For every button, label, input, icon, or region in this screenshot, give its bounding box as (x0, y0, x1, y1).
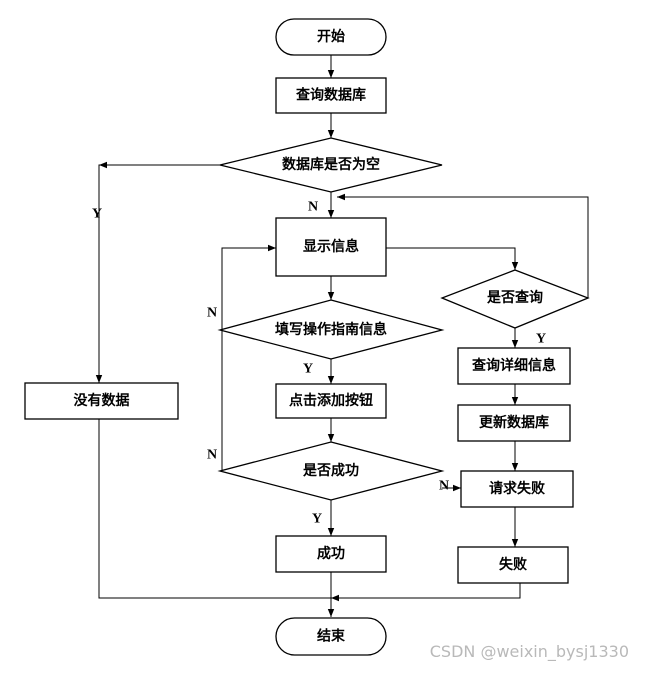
node-request-fail: 请求失败 (460, 470, 574, 508)
node-query-db-label: 查询数据库 (296, 87, 366, 104)
label-success-no-left: N (207, 448, 217, 463)
edge-show-isquery (386, 247, 519, 270)
node-end-label: 结束 (317, 628, 346, 645)
node-db-empty: 数据库是否为空 (219, 137, 443, 193)
label-fill-yes: Y (303, 362, 313, 377)
node-show-info: 显示信息 (275, 217, 387, 277)
label-db-empty-no: N (308, 200, 318, 215)
node-fail: 失败 (457, 546, 569, 584)
node-request-fail-label: 请求失败 (489, 480, 546, 497)
node-end: 结束 (275, 617, 387, 656)
node-query-detail-label: 查询详细信息 (472, 357, 556, 374)
node-query-db: 查询数据库 (275, 77, 387, 114)
node-show-info-label: 显示信息 (303, 238, 359, 255)
node-start: 开始 (275, 18, 387, 56)
node-is-success-label: 是否成功 (303, 462, 359, 479)
node-update-db: 更新数据库 (457, 404, 571, 442)
node-query-detail: 查询详细信息 (457, 347, 571, 385)
node-fail-label: 失败 (499, 556, 528, 573)
node-fill-guide-label: 填写操作指南信息 (275, 321, 387, 338)
node-click-add: 点击添加按钮 (275, 383, 387, 419)
edge-fail-end (331, 583, 521, 602)
node-start-label: 开始 (317, 28, 345, 45)
node-no-data: 没有数据 (24, 382, 179, 420)
node-no-data-label: 没有数据 (74, 392, 130, 409)
node-success: 成功 (275, 535, 387, 573)
node-db-empty-label: 数据库是否为空 (282, 156, 380, 173)
node-update-db-label: 更新数据库 (479, 414, 549, 431)
watermark: CSDN @weixin_bysj1330 (430, 642, 629, 662)
label-success-yes: Y (312, 512, 322, 527)
node-success-label: 成功 (317, 545, 345, 562)
edge-nodata-end (98, 419, 331, 599)
label-success-no-right: N (439, 479, 449, 494)
label-fill-no: N (207, 306, 217, 321)
node-is-query: 是否查询 (440, 269, 590, 329)
edge-dbempty-nodata-line (95, 164, 220, 383)
node-click-add-label: 点击添加按钮 (289, 392, 373, 409)
node-fill-guide: 填写操作指南信息 (217, 299, 445, 360)
label-db-empty-yes: Y (92, 207, 102, 222)
node-is-success: 是否成功 (217, 441, 445, 501)
node-is-query-label: 是否查询 (487, 289, 543, 306)
edge-success-back-show (220, 248, 223, 472)
label-query-yes: Y (536, 332, 546, 347)
edge-isquery-back (337, 193, 589, 298)
